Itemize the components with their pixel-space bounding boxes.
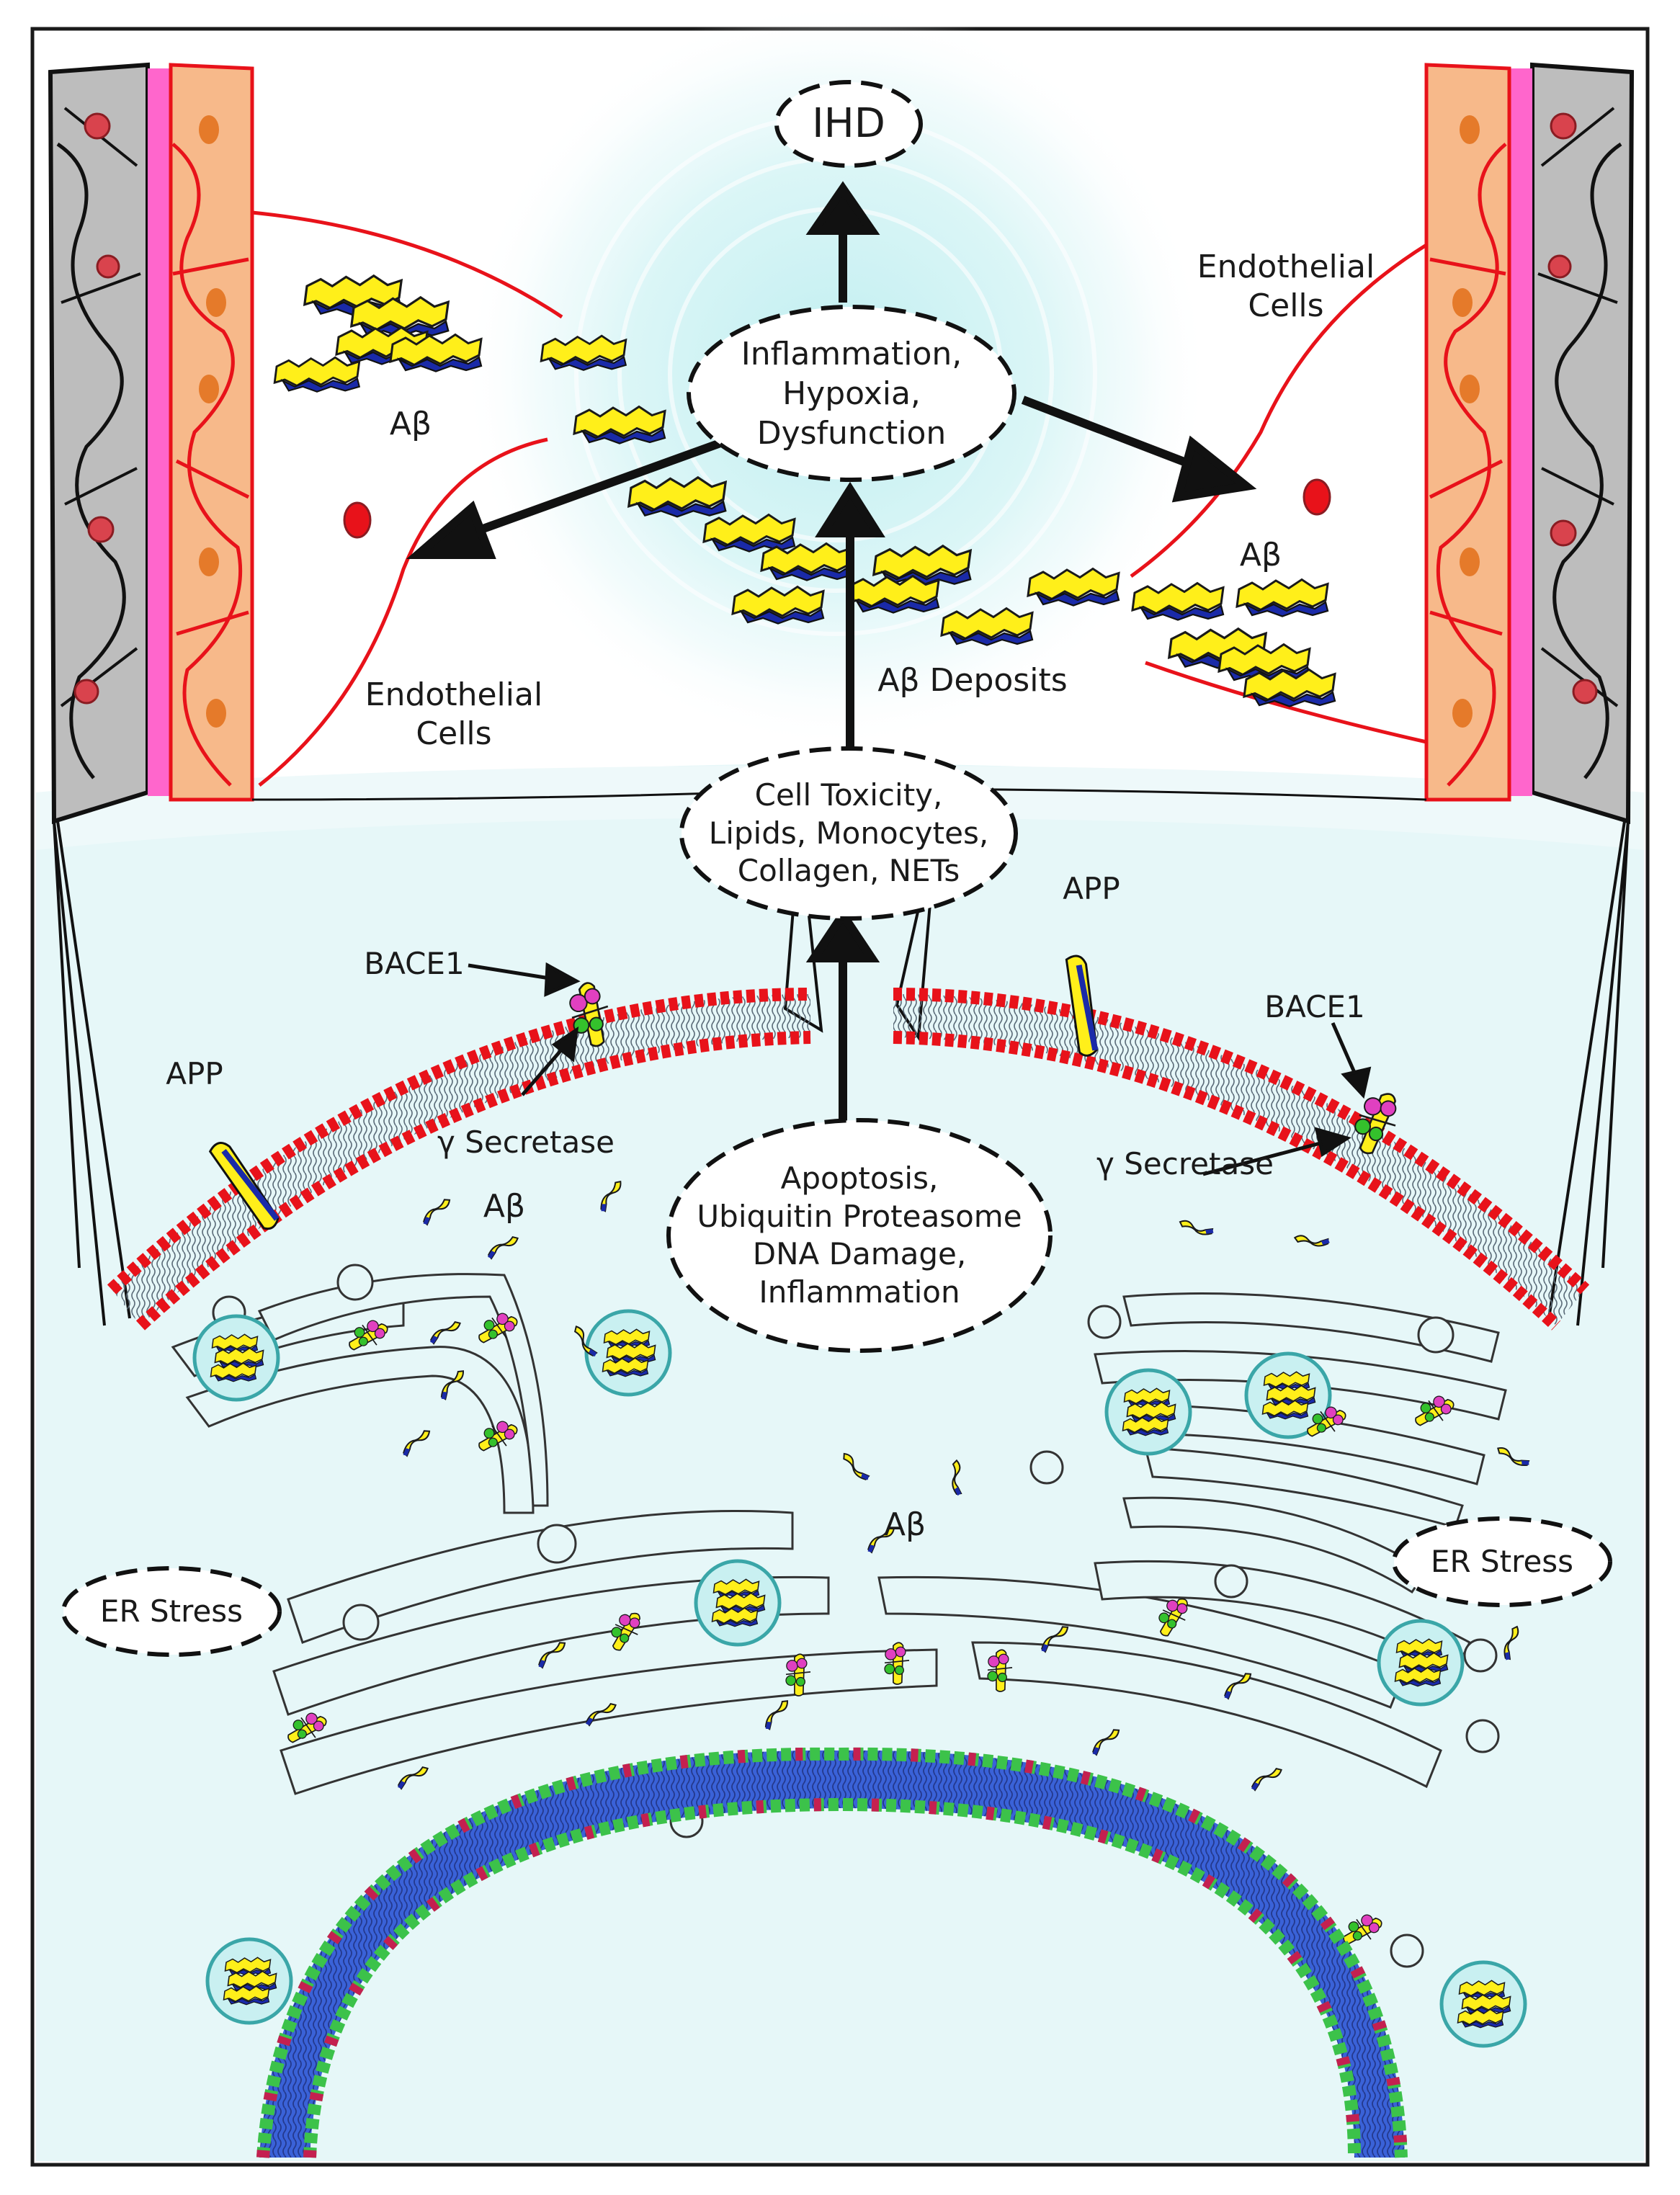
- nuclear-envelope: [256, 1747, 1408, 2158]
- endothelial-lining: [251, 210, 1428, 787]
- vessel-wall-left: [48, 62, 254, 825]
- app-protein-right: [1065, 955, 1099, 1057]
- endoplasmic-reticulum: [171, 1273, 1507, 1795]
- pathway-arrows: [406, 181, 1257, 1124]
- effect-ovals: [61, 80, 1612, 1657]
- plasma-membrane-right: [893, 988, 1590, 1331]
- app-protein-left: [208, 1142, 280, 1230]
- vessel-wall-right: [1424, 62, 1635, 825]
- plasma-membrane-left: [107, 988, 811, 1331]
